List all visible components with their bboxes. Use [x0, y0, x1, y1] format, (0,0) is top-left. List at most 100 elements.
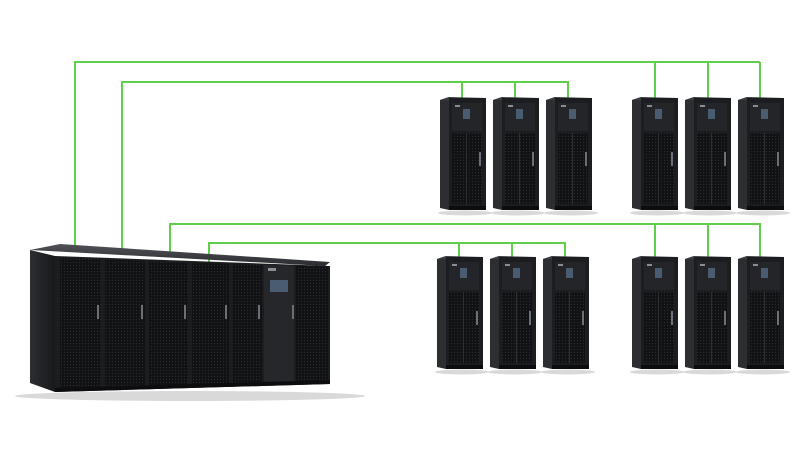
- rack-handle: [529, 311, 531, 325]
- rack-cabinet: [630, 256, 684, 375]
- rack-cabinet: [736, 256, 790, 375]
- rack-cabinet: [736, 97, 790, 216]
- rack-handle: [582, 311, 584, 325]
- rack-plinth: [449, 206, 486, 210]
- main-unit-doors: [60, 258, 328, 390]
- rack-logo: [561, 105, 566, 107]
- main-handle-5: [258, 305, 260, 319]
- rack-side: [440, 97, 449, 210]
- rack-handle: [671, 152, 673, 166]
- rack-plinth: [552, 365, 589, 369]
- main-unit-side: [30, 250, 55, 392]
- rack-logo: [558, 264, 563, 266]
- rack-handle: [724, 311, 726, 325]
- rack-cabinet: [435, 256, 489, 375]
- rack-cabinet: [438, 97, 492, 216]
- rack-plinth: [641, 365, 678, 369]
- rack-side: [437, 256, 446, 369]
- rack-door-seam: [658, 292, 659, 363]
- rack-plinth: [555, 206, 592, 210]
- rack-handle: [777, 311, 779, 325]
- rack-plinth: [446, 365, 483, 369]
- rack-logo: [455, 105, 460, 107]
- rack-plinth: [641, 206, 678, 210]
- wire-main-to-bottom-right: [169, 223, 761, 258]
- rack-handle: [671, 311, 673, 325]
- main-unit-plinth: [55, 380, 330, 392]
- rack-shadow: [683, 210, 737, 216]
- rack-logo: [700, 105, 705, 107]
- rack-door-seam: [519, 133, 520, 204]
- wire-main-to-top-left: [121, 81, 569, 252]
- main-handle-4: [225, 305, 227, 319]
- rack-shadow: [488, 369, 542, 375]
- rack-shadow: [736, 369, 790, 375]
- rack-cabinet: [630, 97, 684, 216]
- rack-logo: [753, 264, 758, 266]
- rack-handle: [479, 152, 481, 166]
- main-unit-shadow: [15, 391, 365, 401]
- rack-shadow: [491, 210, 545, 216]
- rack-display-screen: [761, 268, 768, 278]
- main-handle-6: [292, 305, 294, 319]
- main-unit-control-panel: [264, 265, 294, 384]
- rack-shadow: [435, 369, 489, 375]
- rack-display-screen: [655, 268, 662, 278]
- rack-handle: [532, 152, 534, 166]
- main-ups-cabinet-lineup: [15, 244, 365, 401]
- rack-side: [546, 97, 555, 210]
- rack-shadow: [541, 369, 595, 375]
- rack-display-screen: [761, 109, 768, 119]
- rack-door-seam: [711, 292, 712, 363]
- rack-shadow: [630, 369, 684, 375]
- rack-side: [685, 97, 694, 210]
- rack-plinth: [502, 206, 539, 210]
- rack-cabinet: [491, 97, 545, 216]
- rack-shadow: [544, 210, 598, 216]
- rack-door-seam: [466, 133, 467, 204]
- main-unit-logo: [268, 268, 276, 271]
- rack-cabinet: [488, 256, 542, 375]
- rack-cabinet: [683, 256, 737, 375]
- main-unit-handles: [97, 305, 294, 319]
- rack-side: [685, 256, 694, 369]
- rack-plinth: [747, 206, 784, 210]
- rack-plinth: [499, 365, 536, 369]
- rack-logo: [647, 105, 652, 107]
- main-door-4: [192, 262, 229, 386]
- rack-group-top-right: [630, 97, 790, 216]
- rack-plinth: [694, 365, 731, 369]
- rack-side: [493, 97, 502, 210]
- rack-shadow: [683, 369, 737, 375]
- rack-handle: [585, 152, 587, 166]
- rack-logo: [505, 264, 510, 266]
- rack-side: [738, 97, 747, 210]
- rack-door-seam: [658, 133, 659, 204]
- rack-side: [490, 256, 499, 369]
- rack-side: [543, 256, 552, 369]
- main-door-1: [60, 258, 101, 390]
- rack-groups: [435, 97, 790, 375]
- rack-display-screen: [708, 268, 715, 278]
- rack-display-screen: [513, 268, 520, 278]
- rack-plinth: [694, 206, 731, 210]
- rack-display-screen: [460, 268, 467, 278]
- rack-door-seam: [463, 292, 464, 363]
- rack-display-screen: [655, 109, 662, 119]
- rack-cabinet: [683, 97, 737, 216]
- rack-display-screen: [569, 109, 576, 119]
- rack-door-seam: [569, 292, 570, 363]
- main-door-2: [105, 259, 145, 388]
- rack-cabinet: [544, 97, 598, 216]
- rack-door-seam: [764, 292, 765, 363]
- rack-door-seam: [572, 133, 573, 204]
- rack-side: [632, 256, 641, 369]
- wire-main-to-bottom-left: [208, 242, 566, 262]
- rack-shadow: [438, 210, 492, 216]
- main-unit-display-screen: [270, 280, 288, 292]
- rack-handle: [777, 152, 779, 166]
- rack-group-top-left: [438, 97, 598, 216]
- main-handle-3: [184, 305, 186, 319]
- rack-logo: [452, 264, 457, 266]
